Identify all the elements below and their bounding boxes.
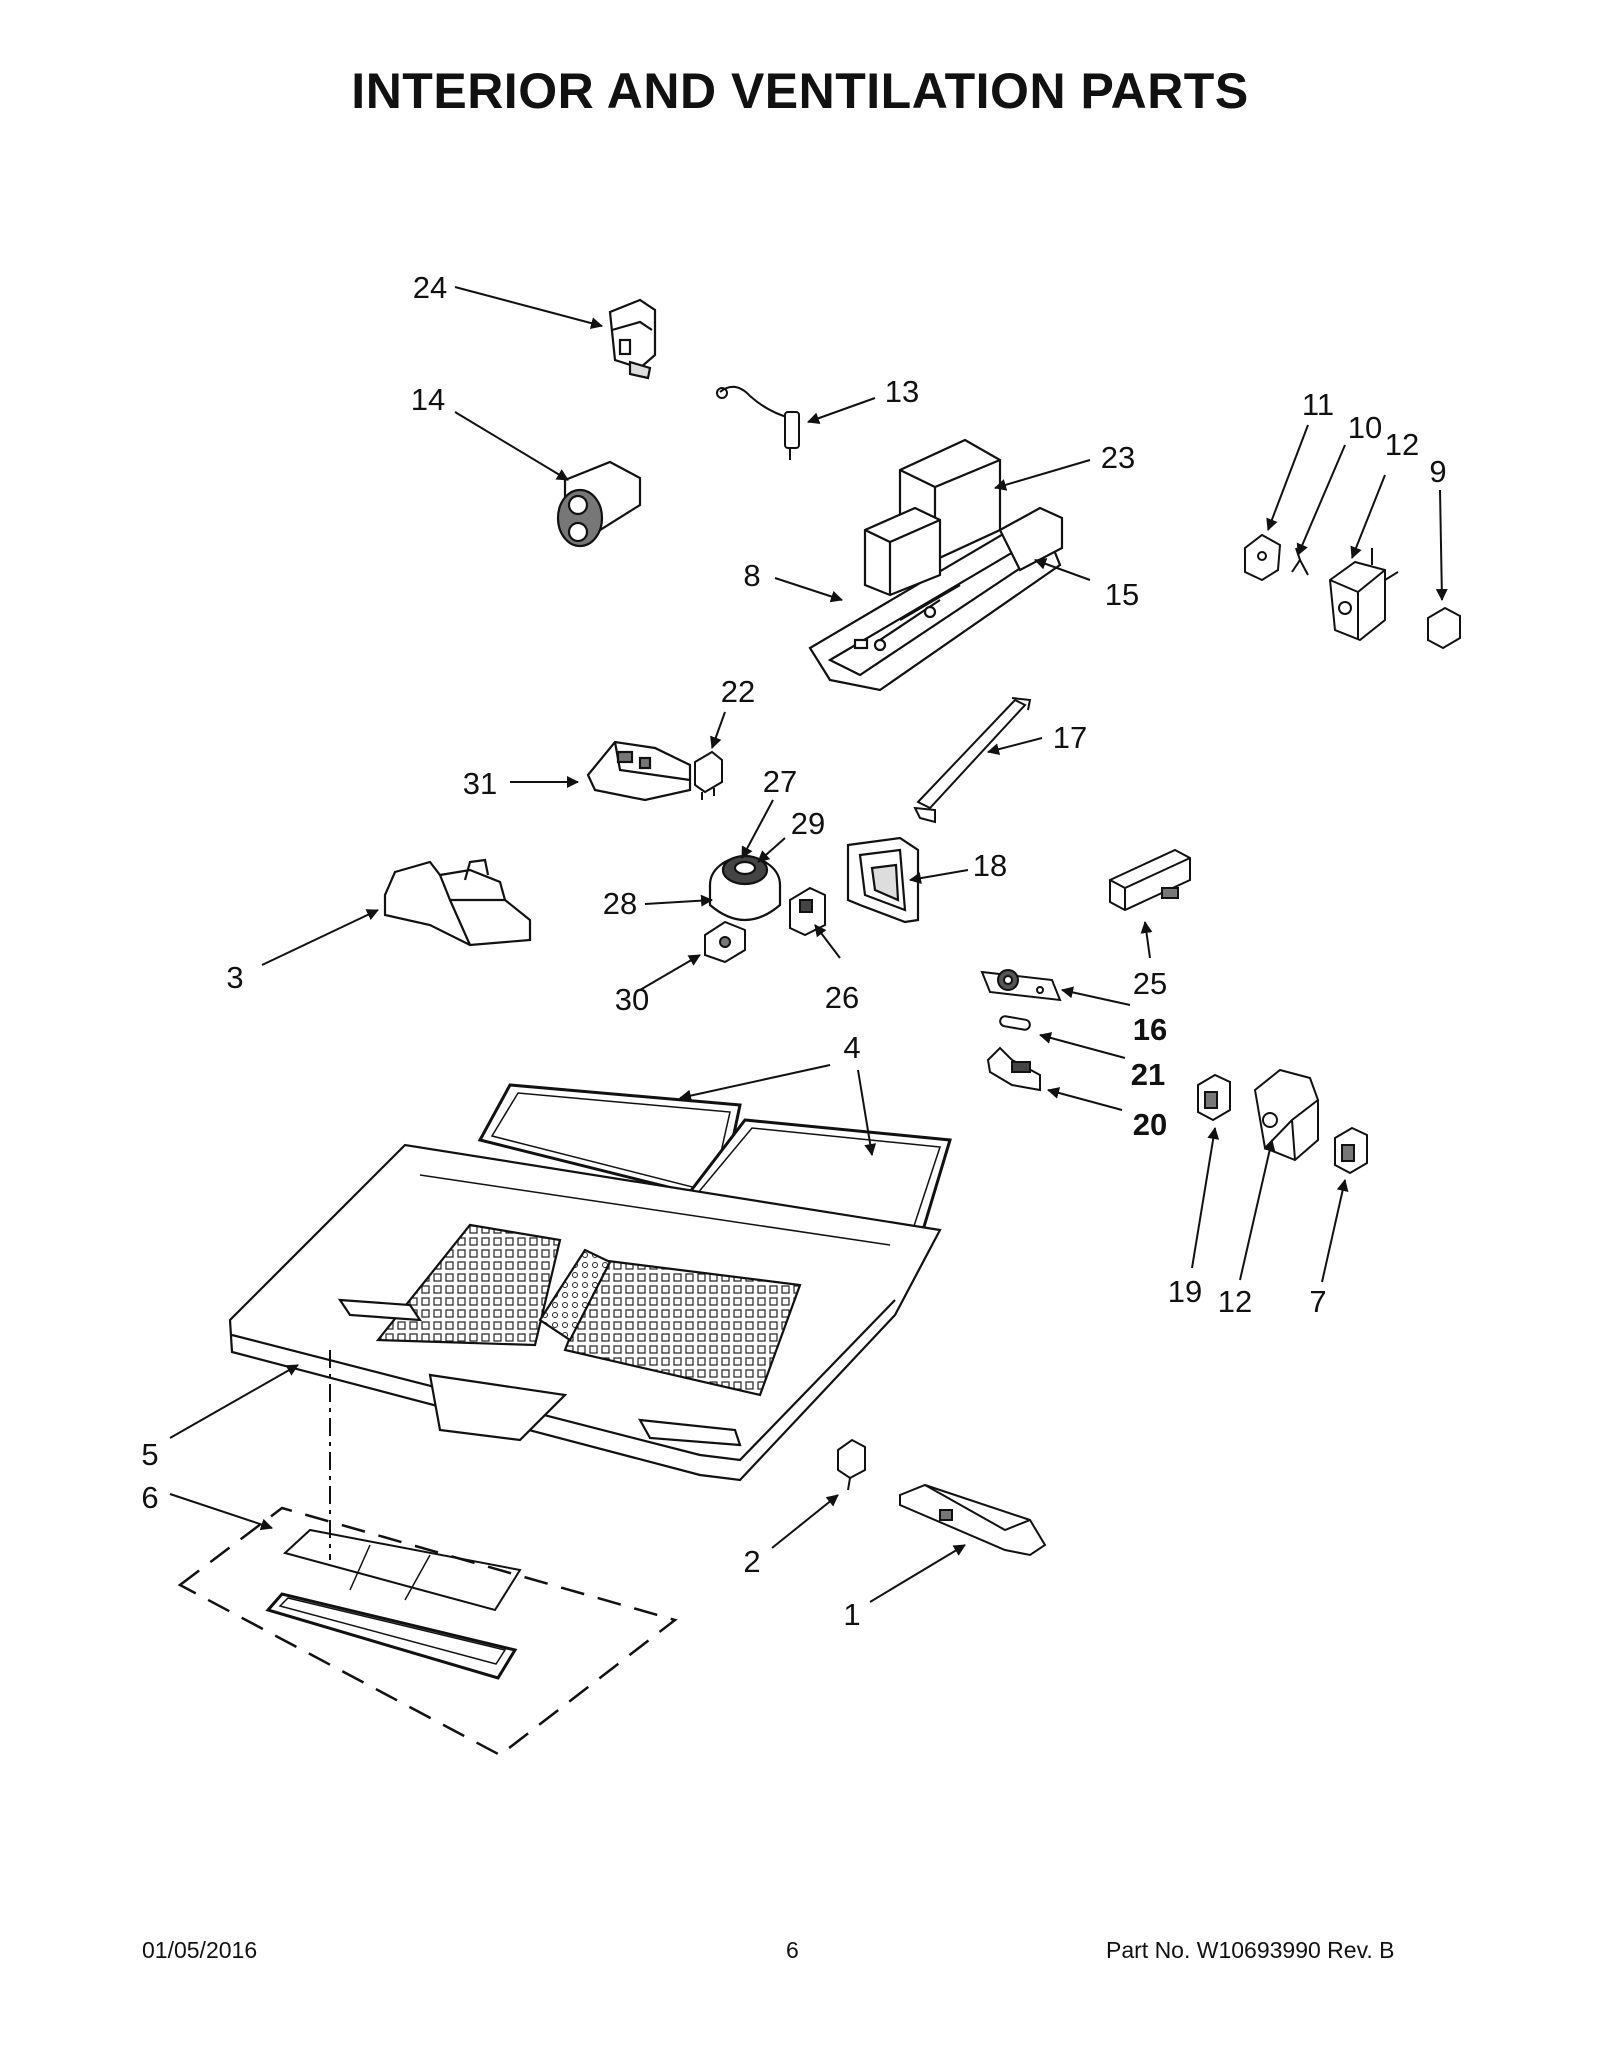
callout-30: 30 <box>615 982 649 1017</box>
callout-16: 16 <box>1133 1012 1167 1047</box>
parts-9-10-11-12-door-latch-group <box>1244 533 1461 650</box>
page-title: INTERIOR AND VENTILATION PARTS <box>351 63 1249 119</box>
callout-14: 14 <box>411 382 445 417</box>
footer-part-number: Part No. W10693990 Rev. B <box>1106 1937 1395 1963</box>
part-18-choke-plate <box>846 836 920 924</box>
part-14-capacitor <box>556 460 642 548</box>
part-31-vent-duct <box>586 740 692 802</box>
callout-1: 1 <box>843 1597 860 1632</box>
part-26-damper <box>789 886 826 937</box>
callout-26: 26 <box>825 980 859 1015</box>
part-19-12-7-interlock-switches <box>1197 1068 1368 1175</box>
callout-23: 23 <box>1101 440 1135 475</box>
callout-9: 9 <box>1429 454 1446 489</box>
callout-5: 5 <box>141 1437 158 1472</box>
callout-12-upper: 12 <box>1385 427 1419 462</box>
callout-24: 24 <box>413 270 447 305</box>
callout-18: 18 <box>973 848 1007 883</box>
callout-20: 20 <box>1133 1107 1167 1142</box>
callout-29: 29 <box>791 806 825 841</box>
callout-6: 6 <box>141 1480 158 1515</box>
part-5-vent-grille-panel <box>228 1143 942 1482</box>
part-6-outline <box>177 1506 678 1757</box>
callout-13: 13 <box>885 374 919 409</box>
callout-8: 8 <box>743 558 760 593</box>
part-3-air-duct <box>383 858 532 947</box>
callout-19: 19 <box>1168 1274 1202 1309</box>
part-22-relay <box>694 750 723 800</box>
callout-28: 28 <box>603 886 637 921</box>
leader-arrows <box>169 286 1448 1603</box>
part-21-fuse <box>999 1015 1031 1031</box>
callout-12-lower: 12 <box>1218 1284 1252 1319</box>
callout-27: 27 <box>763 764 797 799</box>
footer-date: 01/05/2016 <box>142 1937 258 1963</box>
part-24-bracket <box>608 298 657 380</box>
callout-2: 2 <box>743 1544 760 1579</box>
callout-31: 31 <box>463 766 497 801</box>
callout-4: 4 <box>843 1030 860 1065</box>
part-20-fuse-holder <box>986 1046 1041 1092</box>
part-30-motor-bracket <box>704 920 746 964</box>
callout-10: 10 <box>1348 410 1382 445</box>
part-16-thermostat <box>980 969 1062 1002</box>
callout-15: 15 <box>1105 577 1139 612</box>
part-27-29-28-fan-motor <box>708 854 782 922</box>
callout-3: 3 <box>226 960 243 995</box>
callout-17: 17 <box>1053 720 1087 755</box>
part-17-track <box>913 697 1032 824</box>
part-25-switch-bracket <box>1109 848 1191 912</box>
callout-22: 22 <box>721 674 755 709</box>
part-1-rail <box>899 1483 1047 1557</box>
part-13-thermal-fuse <box>716 385 800 460</box>
part-8-23-15-magnetron-plate-assembly <box>808 438 1064 692</box>
callout-11: 11 <box>1302 387 1334 422</box>
part-6-charcoal-filter <box>265 1528 522 1680</box>
footer-page-number: 6 <box>786 1937 799 1963</box>
callout-21: 21 <box>1131 1057 1165 1092</box>
part-2-door-switch <box>837 1438 866 1491</box>
callout-25: 25 <box>1133 966 1167 1001</box>
callout-numbers: 24 14 13 23 8 15 11 10 12 9 22 31 27 29 … <box>141 270 1446 1632</box>
callout-7: 7 <box>1309 1284 1326 1319</box>
